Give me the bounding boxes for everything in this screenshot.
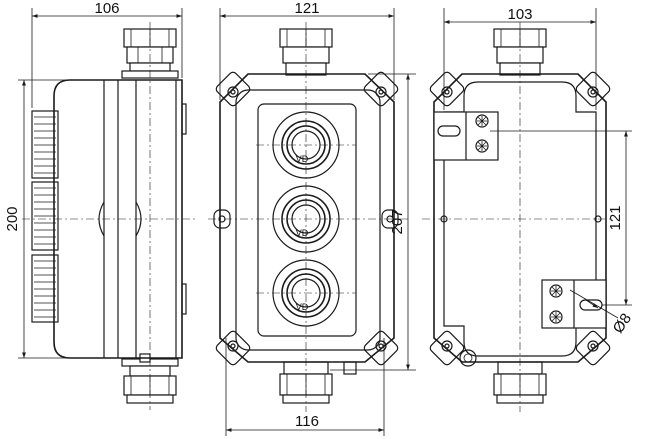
dim-label-207: 207 [389,209,406,234]
side-view: 106 200 [4,0,196,410]
dim-front-height: 207 [330,73,416,371]
back-bottom-gland [459,349,547,404]
dim-label-103: 103 [507,6,532,23]
mount-bracket-top [433,111,499,161]
dim-mount-spacing: 121 [490,130,632,306]
button-2-label: VD [296,228,309,238]
button-1-label: VD [296,154,309,164]
button-3-label: VD [296,302,309,312]
front-top-gland [279,28,333,76]
front-view: VD VD VD 121 [208,0,416,436]
dim-front-width-bottom: 116 [225,338,385,436]
back-top-gland [493,28,547,76]
dim-label-diameter-8: Ø8 [610,310,635,336]
dim-label-200: 200 [4,206,21,231]
dim-label-116: 116 [295,413,319,430]
mount-bracket-bottom [541,279,607,329]
side-body [53,79,183,359]
dim-front-width-top: 121 [219,0,395,100]
front-bottom-gland [279,361,357,404]
dim-back-width: 103 [443,6,597,110]
dim-side-height: 200 [4,79,68,359]
back-flange [433,73,607,363]
dim-label-121-top: 121 [294,0,319,17]
back-view: 103 121 Ø8 [422,6,635,412]
dim-side-width: 106 [31,0,183,108]
dim-label-106: 106 [94,0,119,17]
dim-label-121-vertical: 121 [607,205,624,230]
front-flange [219,73,395,363]
